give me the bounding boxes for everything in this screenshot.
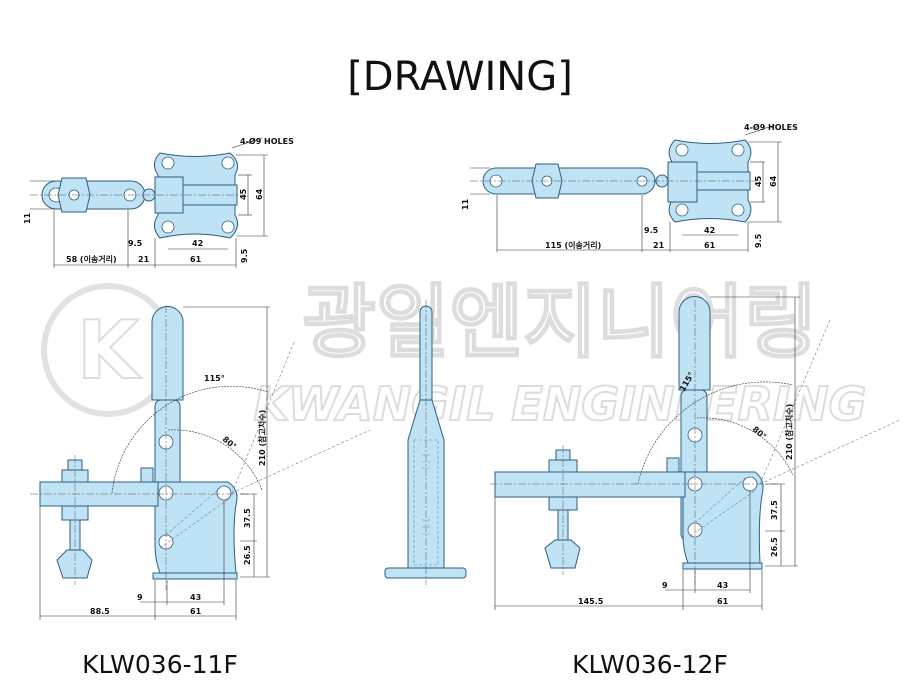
dim-26-5: 26.5: [243, 545, 252, 565]
watermark-logo: K: [77, 304, 142, 397]
dim-9-5: 9.5: [128, 239, 143, 248]
dim-11: 11: [461, 198, 470, 210]
page-title: [DRAWING]: [347, 54, 573, 100]
dim-9: 9: [662, 581, 668, 590]
dim-height-210: 210 (참고치수): [257, 410, 267, 466]
dim-holes: 4-Ø9 HOLES: [240, 136, 294, 146]
dim-61: 61: [704, 241, 716, 250]
dim-angle-80: 80°: [221, 435, 238, 452]
dim-43: 43: [717, 581, 728, 590]
dim-11: 11: [23, 212, 32, 224]
dim-9: 9: [137, 593, 143, 602]
dim-145-5: 145.5: [578, 597, 604, 606]
dim-travel: 58 (이송거리): [66, 254, 117, 264]
dim-61: 61: [190, 255, 202, 264]
dim-42: 42: [704, 226, 715, 235]
dim-21: 21: [138, 255, 150, 264]
watermark-english: KWANGIL ENGINEERING: [254, 377, 867, 431]
plan-view-12f: 4-Ø9 HOLES 11 45 64 9.5 42 115 (이송거리) 21…: [461, 122, 798, 252]
dim-9-5-vertical: 9.5: [754, 233, 763, 248]
model-label-12f: KLW036-12F: [572, 650, 728, 679]
dim-43: 43: [190, 593, 201, 602]
dim-45: 45: [754, 175, 763, 187]
dim-64: 64: [769, 175, 778, 187]
dim-9-5: 9.5: [644, 226, 659, 235]
model-label-11f: KLW036-11F: [82, 650, 238, 679]
dim-9-5-vertical: 9.5: [240, 248, 249, 263]
plan-view-11f: 4-Ø9 HOLES 11 45 64 9.5 42 58 (이송거리) 21 …: [23, 136, 294, 268]
dim-37-5: 37.5: [770, 500, 779, 520]
dim-height-210: 210 (참고치수): [784, 404, 794, 460]
dim-42: 42: [192, 239, 203, 248]
dim-travel: 115 (이송거리): [545, 240, 601, 250]
dim-37-5: 37.5: [243, 508, 252, 528]
dim-64: 64: [255, 188, 264, 200]
dim-61: 61: [717, 597, 729, 606]
dim-26-5: 26.5: [770, 537, 779, 557]
watermark: K 광일엔지니어링 KWANGIL ENGINEERING: [41, 275, 867, 432]
dim-angle-115: 115°: [204, 374, 225, 383]
dim-45: 45: [239, 188, 248, 200]
watermark-korean: 광일엔지니어링: [302, 276, 817, 369]
dim-88-5: 88.5: [90, 607, 110, 616]
dim-21: 21: [653, 241, 665, 250]
front-view: [384, 300, 467, 585]
dim-61: 61: [190, 607, 202, 616]
dim-holes: 4-Ø9 HOLES: [744, 122, 798, 132]
